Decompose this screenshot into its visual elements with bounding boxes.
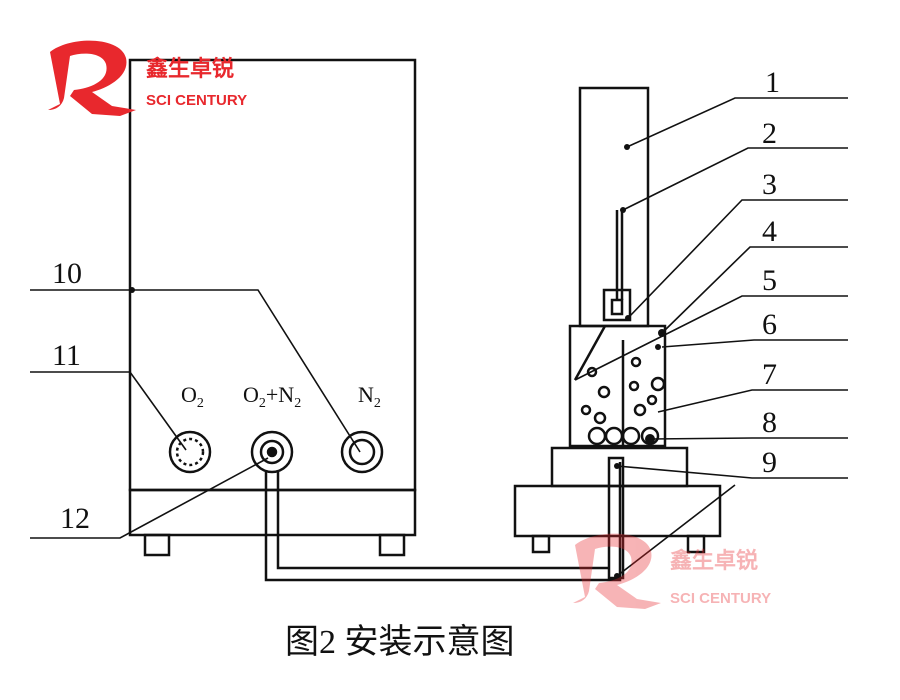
leader-10: [30, 289, 361, 453]
label-o2-n2: O2+N2: [243, 382, 301, 411]
leader-8: [649, 437, 848, 440]
gas-tube: [264, 462, 622, 582]
base-foot-right: [686, 534, 706, 554]
callout-7: 7: [762, 358, 777, 391]
brand-en-top: SCI CENTURY: [146, 92, 247, 109]
n2-port: [340, 430, 384, 474]
instrument-cabinet: [128, 58, 417, 492]
leader-6: [661, 339, 848, 348]
logo-mark-icon: [573, 533, 661, 609]
leader-2: [622, 147, 848, 211]
brand-cn-top: 鑫生卓锐: [146, 56, 234, 82]
leader-5: [574, 295, 848, 381]
leader-7: [657, 389, 848, 413]
logo-mark-icon: [48, 40, 136, 116]
sensor-chamber: [568, 324, 667, 448]
callout-1: 1: [765, 66, 780, 99]
callout-10: 10: [52, 257, 82, 290]
leader-4: [661, 246, 848, 334]
leader-11: [30, 371, 187, 451]
leader-9b: [616, 484, 736, 577]
o2-n2-port: [250, 430, 294, 474]
cabinet-foot-right: [378, 533, 406, 557]
callout-5: 5: [762, 264, 777, 297]
callout-6: 6: [762, 308, 777, 341]
cabinet-base: [128, 488, 417, 537]
brand-cn-bottom: 鑫生卓锐: [670, 548, 758, 574]
callout-11: 11: [52, 339, 81, 372]
brand-en-bottom: SCI CENTURY: [670, 590, 771, 607]
leader-9: [616, 465, 848, 479]
watermark-logo-bottom: 鑫生卓锐 SCI CENTURY: [573, 533, 771, 609]
label-n2: N2: [358, 382, 381, 411]
callout-2: 2: [762, 117, 777, 150]
callout-8: 8: [762, 406, 777, 439]
leader-12: [30, 457, 269, 539]
figure-caption: 图2 安装示意图: [285, 623, 515, 661]
callout-9: 9: [762, 446, 777, 479]
base-foot-left: [531, 534, 551, 554]
cabinet-foot-left: [143, 533, 171, 557]
o2-port: [168, 430, 212, 474]
leader-3: [627, 199, 848, 319]
label-o2: O2: [181, 382, 204, 411]
callout-3: 3: [762, 168, 777, 201]
callout-12: 12: [60, 502, 90, 535]
leader-1: [626, 97, 848, 148]
callout-4: 4: [762, 215, 777, 248]
watermark-logo-top: 鑫生卓锐 SCI CENTURY: [48, 40, 247, 116]
base-lower: [513, 484, 722, 538]
